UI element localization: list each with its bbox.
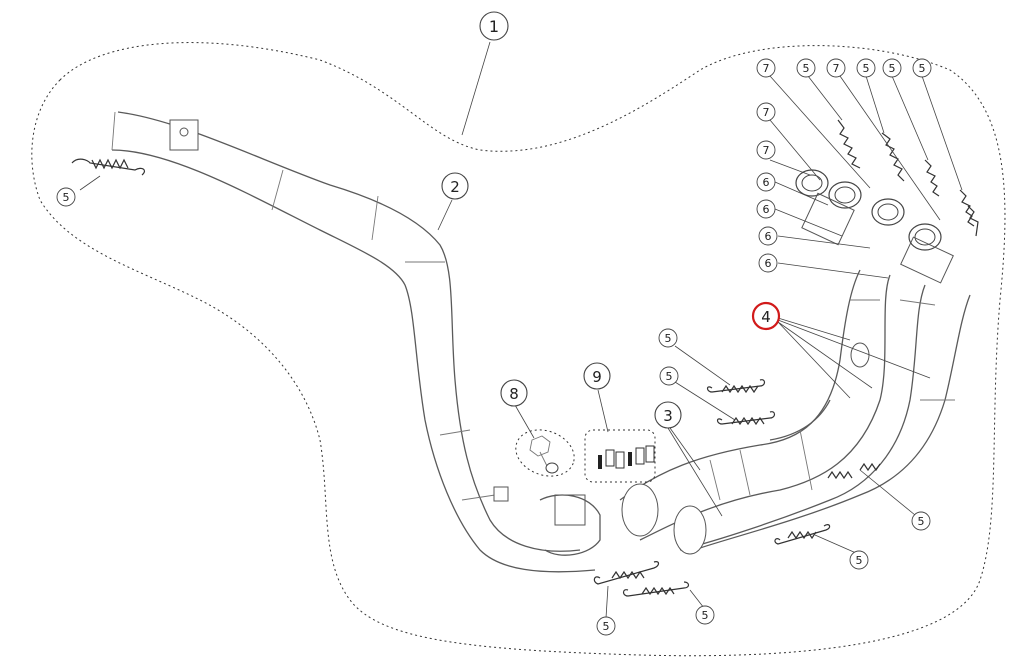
callout-6: 6: [758, 226, 778, 246]
part-9-clips: [584, 429, 656, 483]
svg-text:7: 7: [763, 62, 770, 75]
svg-text:7: 7: [763, 144, 770, 157]
svg-text:6: 6: [765, 230, 772, 243]
callout-5: 5: [882, 58, 902, 78]
svg-text:5: 5: [603, 620, 610, 633]
svg-text:6: 6: [763, 203, 770, 216]
svg-text:5: 5: [863, 62, 870, 75]
svg-text:5: 5: [918, 515, 925, 528]
callout-5: 5: [796, 58, 816, 78]
callout-6: 6: [756, 199, 776, 219]
collector-pipes: [619, 269, 971, 555]
springs-bottom: [593, 561, 690, 597]
svg-text:5: 5: [666, 370, 673, 383]
callout-1: 1: [479, 11, 509, 41]
callout-5: 5: [659, 366, 679, 386]
svg-text:4: 4: [761, 308, 771, 326]
svg-text:8: 8: [509, 385, 519, 403]
spring-left: [71, 158, 146, 176]
svg-text:5: 5: [856, 554, 863, 567]
callout-4-highlighted: 4: [751, 301, 781, 331]
svg-text:5: 5: [665, 332, 672, 345]
callout-7: 7: [756, 102, 776, 122]
callout-8: 8: [500, 379, 528, 407]
callout-5: 5: [856, 58, 876, 78]
svg-text:7: 7: [833, 62, 840, 75]
svg-text:3: 3: [663, 407, 673, 425]
callout-6: 6: [758, 253, 778, 273]
callout-3: 3: [654, 401, 682, 429]
callout-5: 5: [658, 328, 678, 348]
svg-text:9: 9: [592, 368, 602, 386]
callout-5: 5: [596, 616, 616, 636]
callout-5: 5: [911, 511, 931, 531]
svg-text:5: 5: [889, 62, 896, 75]
springs-top-right: [837, 119, 979, 237]
springs-middle: [706, 379, 881, 545]
svg-text:5: 5: [919, 62, 926, 75]
svg-text:2: 2: [450, 178, 460, 196]
part-8-bolt: [515, 429, 575, 477]
callout-7: 7: [756, 58, 776, 78]
callout-7: 7: [756, 140, 776, 160]
callout-5: 5: [849, 550, 869, 570]
flanges: [795, 169, 954, 284]
svg-text:7: 7: [763, 106, 770, 119]
svg-text:6: 6: [765, 257, 772, 270]
callout-5: 5: [695, 605, 715, 625]
svg-text:1: 1: [489, 17, 499, 36]
svg-text:5: 5: [803, 62, 810, 75]
callout-9: 9: [583, 362, 611, 390]
header-pipe: [111, 111, 601, 573]
svg-text:6: 6: [763, 176, 770, 189]
callout-6: 6: [756, 172, 776, 192]
callout-7: 7: [826, 58, 846, 78]
callout-5: 5: [912, 58, 932, 78]
callout-2: 2: [441, 172, 469, 200]
svg-text:5: 5: [63, 191, 70, 204]
svg-text:5: 5: [702, 609, 709, 622]
callout-5: 5: [56, 187, 76, 207]
